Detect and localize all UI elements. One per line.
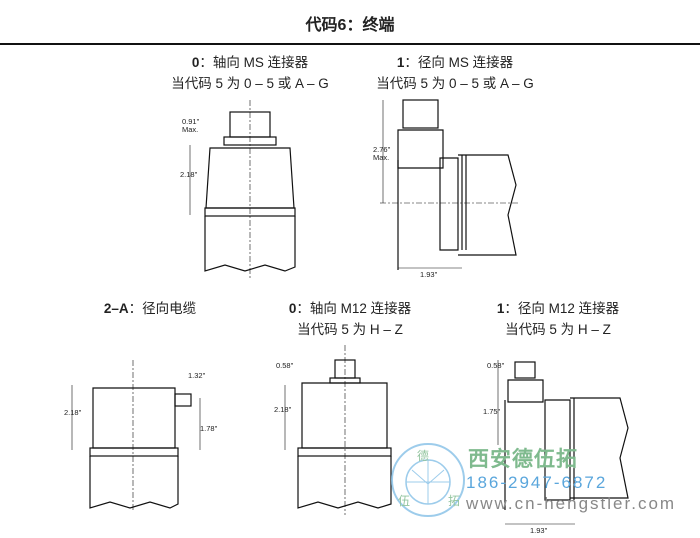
- drawing-radial-ms: 2.76" Max. 1.93": [373, 99, 520, 279]
- dim-label: 2.76": [373, 145, 391, 154]
- page-title: 代码6：终端: [305, 17, 395, 34]
- dim-label: 0.58": [276, 361, 294, 370]
- svg-text:拓: 拓: [448, 494, 460, 508]
- dim-label: 1.93": [530, 526, 548, 535]
- caption-radial-cable: 2–A：径向电缆: [103, 301, 197, 316]
- caption-axial-m12: 0：轴向 M12 连接器当代码 5 为 H – Z: [288, 301, 412, 337]
- dim-label: 2.18": [180, 170, 198, 179]
- dim-label: 1.93": [420, 270, 438, 279]
- dim-label: Max.: [182, 125, 198, 134]
- caption-radial-ms: 1：径向 MS 连接器当代码 5 为 0 – 5 或 A – G: [376, 55, 534, 91]
- watermark-company: 西安德伍拓: [468, 448, 578, 471]
- dim-label: 2.18": [64, 408, 82, 417]
- title-divider: [0, 43, 700, 45]
- dim-label: 1.78": [200, 424, 218, 433]
- svg-text:德: 德: [417, 448, 429, 463]
- drawing-axial-ms: 0.91" Max. 2.18": [180, 100, 296, 280]
- dim-label: 2.18": [274, 405, 292, 414]
- drawing-radial-m12: 0.58" 1.75" 1.93": [483, 360, 629, 535]
- dim-label: Max.: [373, 153, 389, 162]
- watermark-phone: 186-2947-6872: [466, 473, 608, 492]
- dim-label: 0.58": [487, 361, 505, 370]
- caption-axial-ms: 0：轴向 MS 连接器当代码 5 为 0 – 5 或 A – G: [171, 55, 329, 91]
- drawing-radial-cable: 1.32" 2.18" 1.78": [64, 360, 218, 510]
- dim-label: 0.91": [182, 117, 200, 126]
- dim-label: 1.75": [483, 407, 501, 416]
- dim-label: 1.32": [188, 371, 206, 380]
- watermark-url: www.cn-hengstler.com: [466, 494, 677, 513]
- caption-radial-m12: 1：径向 M12 连接器当代码 5 为 H – Z: [496, 301, 620, 337]
- drawing-axial-m12: 0.58" 2.18": [274, 345, 392, 515]
- svg-text:伍: 伍: [398, 494, 410, 508]
- watermark-logo: 德 伍 拓: [391, 443, 465, 517]
